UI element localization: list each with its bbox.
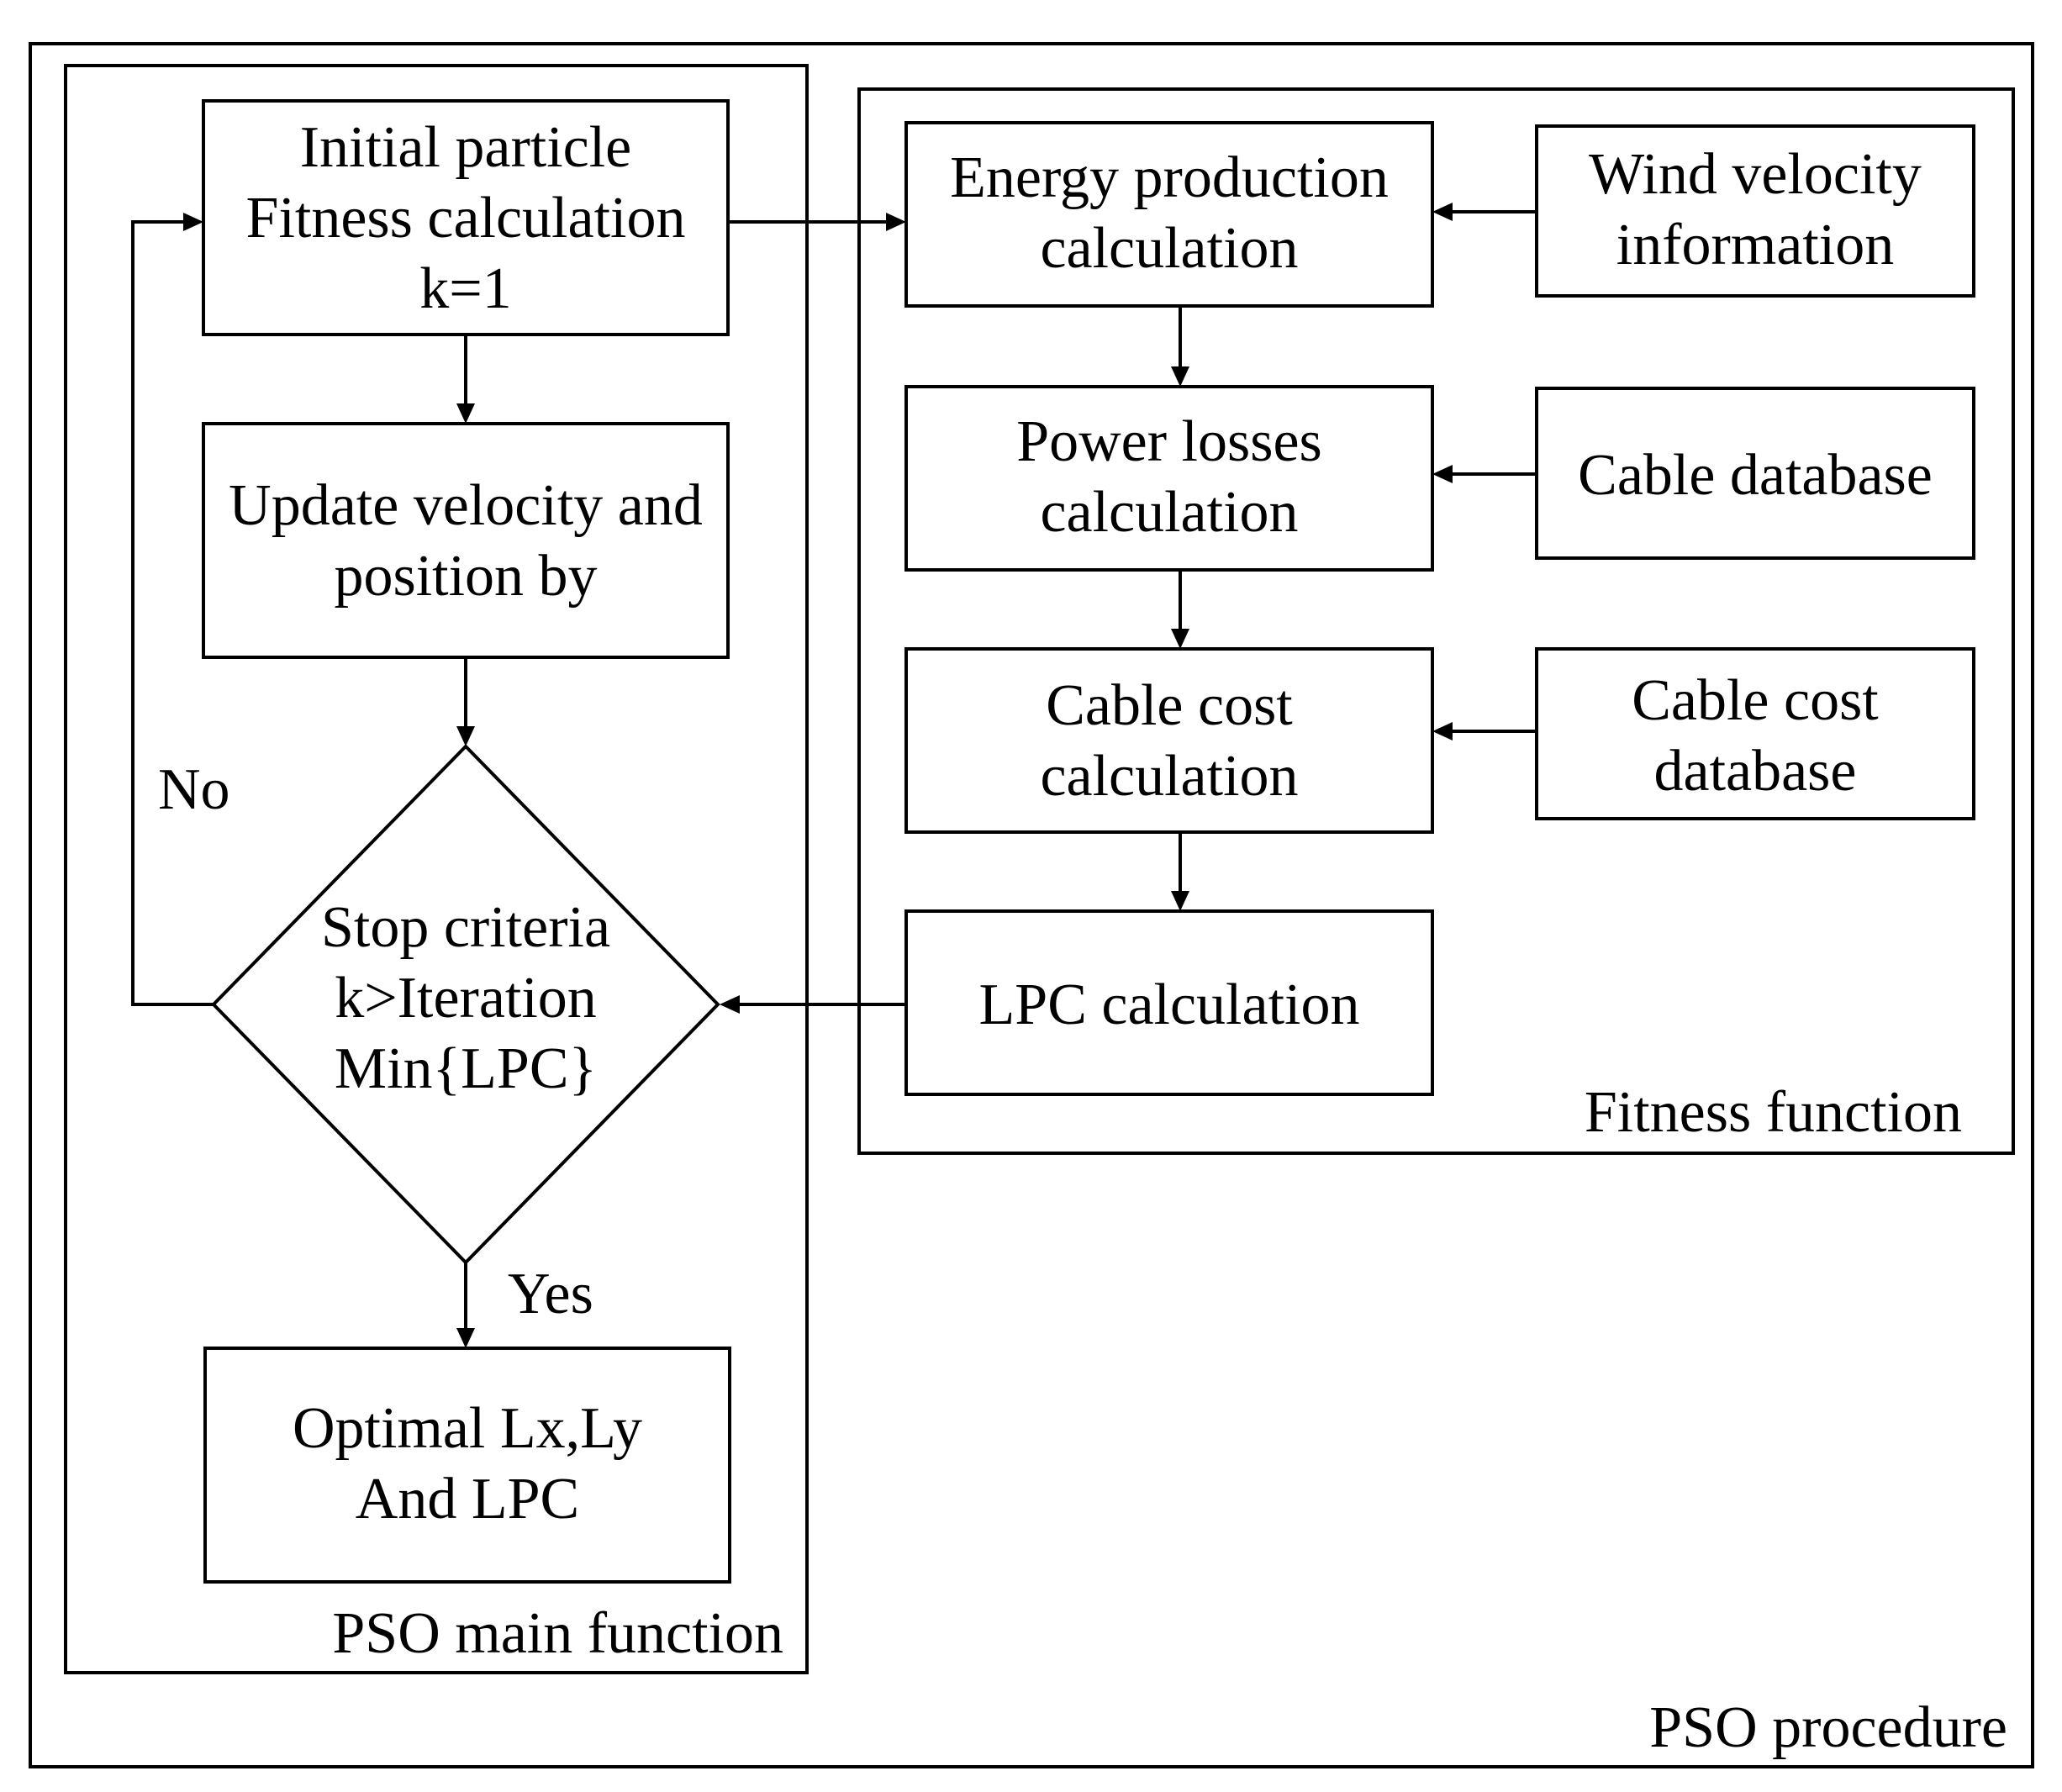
- cable-cost-database-line2: database: [1654, 739, 1857, 804]
- pso-main-function-frame: [64, 64, 809, 1674]
- power-losses-line1: Power losses: [1016, 409, 1322, 474]
- yes-branch-label: Yes: [508, 1262, 593, 1326]
- arrowhead-cabledb-to-power: [1432, 465, 1453, 483]
- no-branch-label: No: [158, 757, 230, 822]
- arrowhead-init-to-update: [456, 403, 475, 424]
- energy-production-line2: calculation: [1040, 216, 1298, 281]
- cable-cost-database-node: Cable cost database: [1535, 647, 1975, 820]
- arrowhead-energy-to-power: [1171, 366, 1189, 387]
- fitness-function-label: Fitness function: [1585, 1080, 1962, 1145]
- cable-cost-calculation-node: Cable cost calculation: [904, 647, 1434, 834]
- cable-database-line1: Cable database: [1578, 443, 1933, 508]
- wind-velocity-line1: Wind velocity: [1589, 142, 1922, 207]
- lpc-calculation-box: [904, 909, 1434, 1096]
- arrowhead-lpc-to-decision: [720, 995, 740, 1014]
- arrowhead-decision-to-optimal: [456, 1328, 475, 1348]
- arrowhead-wind-to-energy: [1432, 203, 1453, 221]
- cable-cost-calculation-line1: Cable cost: [1046, 673, 1293, 738]
- arrow-no-loop: [131, 220, 214, 1006]
- initial-particle-box: [202, 99, 730, 336]
- initial-particle-line2: Fitness calculation: [246, 186, 686, 250]
- stop-criteria-line1: Stop criteria: [321, 895, 610, 960]
- arrowhead-init-to-energy: [886, 213, 906, 231]
- pso-main-function-label: PSO main function: [332, 1601, 783, 1666]
- cable-cost-database-box: [1535, 647, 1975, 820]
- optimal-result-box: [203, 1347, 731, 1584]
- lpc-calculation-node: LPC calculation: [904, 909, 1434, 1096]
- arrowhead-cablecost-to-lpc: [1171, 891, 1189, 911]
- optimal-result-node: Optimal Lx,Ly And LPC: [203, 1347, 731, 1584]
- lpc-calculation-line1: LPC calculation: [979, 972, 1360, 1037]
- energy-production-box: [904, 121, 1434, 308]
- stop-criteria-line3: Min{LPC}: [335, 1036, 597, 1101]
- initial-particle-line1: Initial particle: [300, 115, 632, 180]
- energy-production-line1: Energy production: [950, 145, 1389, 210]
- energy-production-node: Energy production calculation: [904, 121, 1434, 308]
- stop-criteria-line2: k>Iteration: [335, 966, 597, 1030]
- stop-criteria-node: Stop criteria k>Iteration Min{LPC}: [211, 744, 720, 1265]
- cable-cost-database-line1: Cable cost: [1632, 668, 1879, 733]
- cable-cost-calculation-line2: calculation: [1040, 744, 1298, 809]
- arrowhead-update-to-decision: [456, 726, 475, 746]
- power-losses-node: Power losses calculation: [904, 385, 1434, 572]
- arrowhead-power-to-cablecost: [1171, 629, 1189, 649]
- update-velocity-node: Update velocity and position by: [202, 422, 730, 659]
- connectors: [131, 203, 1537, 1348]
- pso-procedure-label: PSO procedure: [1649, 1695, 2007, 1760]
- arrowhead-costdb-to-cablecost: [1432, 722, 1453, 741]
- cable-database-box: [1535, 387, 1975, 560]
- pso-procedure-frame: [29, 42, 2034, 1768]
- initial-particle-line3: k=1: [419, 256, 511, 321]
- wind-velocity-box: [1535, 124, 1975, 298]
- update-velocity-line2: position by: [334, 544, 597, 609]
- optimal-result-line1: Optimal Lx,Ly: [293, 1396, 642, 1461]
- stop-criteria-diamond: [211, 744, 720, 1265]
- cable-database-node: Cable database: [1535, 387, 1975, 560]
- cable-cost-calculation-box: [904, 647, 1434, 834]
- initial-particle-node: Initial particle Fitness calculation k=1: [202, 99, 730, 336]
- optimal-result-line2: And LPC: [356, 1467, 579, 1531]
- wind-velocity-node: Wind velocity information: [1535, 124, 1975, 298]
- update-velocity-box: [202, 422, 730, 659]
- wind-velocity-line2: information: [1616, 213, 1894, 277]
- power-losses-box: [904, 385, 1434, 572]
- power-losses-line2: calculation: [1040, 480, 1298, 545]
- update-velocity-line1: Update velocity and: [229, 473, 703, 538]
- arrowhead-no-loop: [183, 213, 203, 231]
- fitness-function-frame: [857, 87, 2015, 1155]
